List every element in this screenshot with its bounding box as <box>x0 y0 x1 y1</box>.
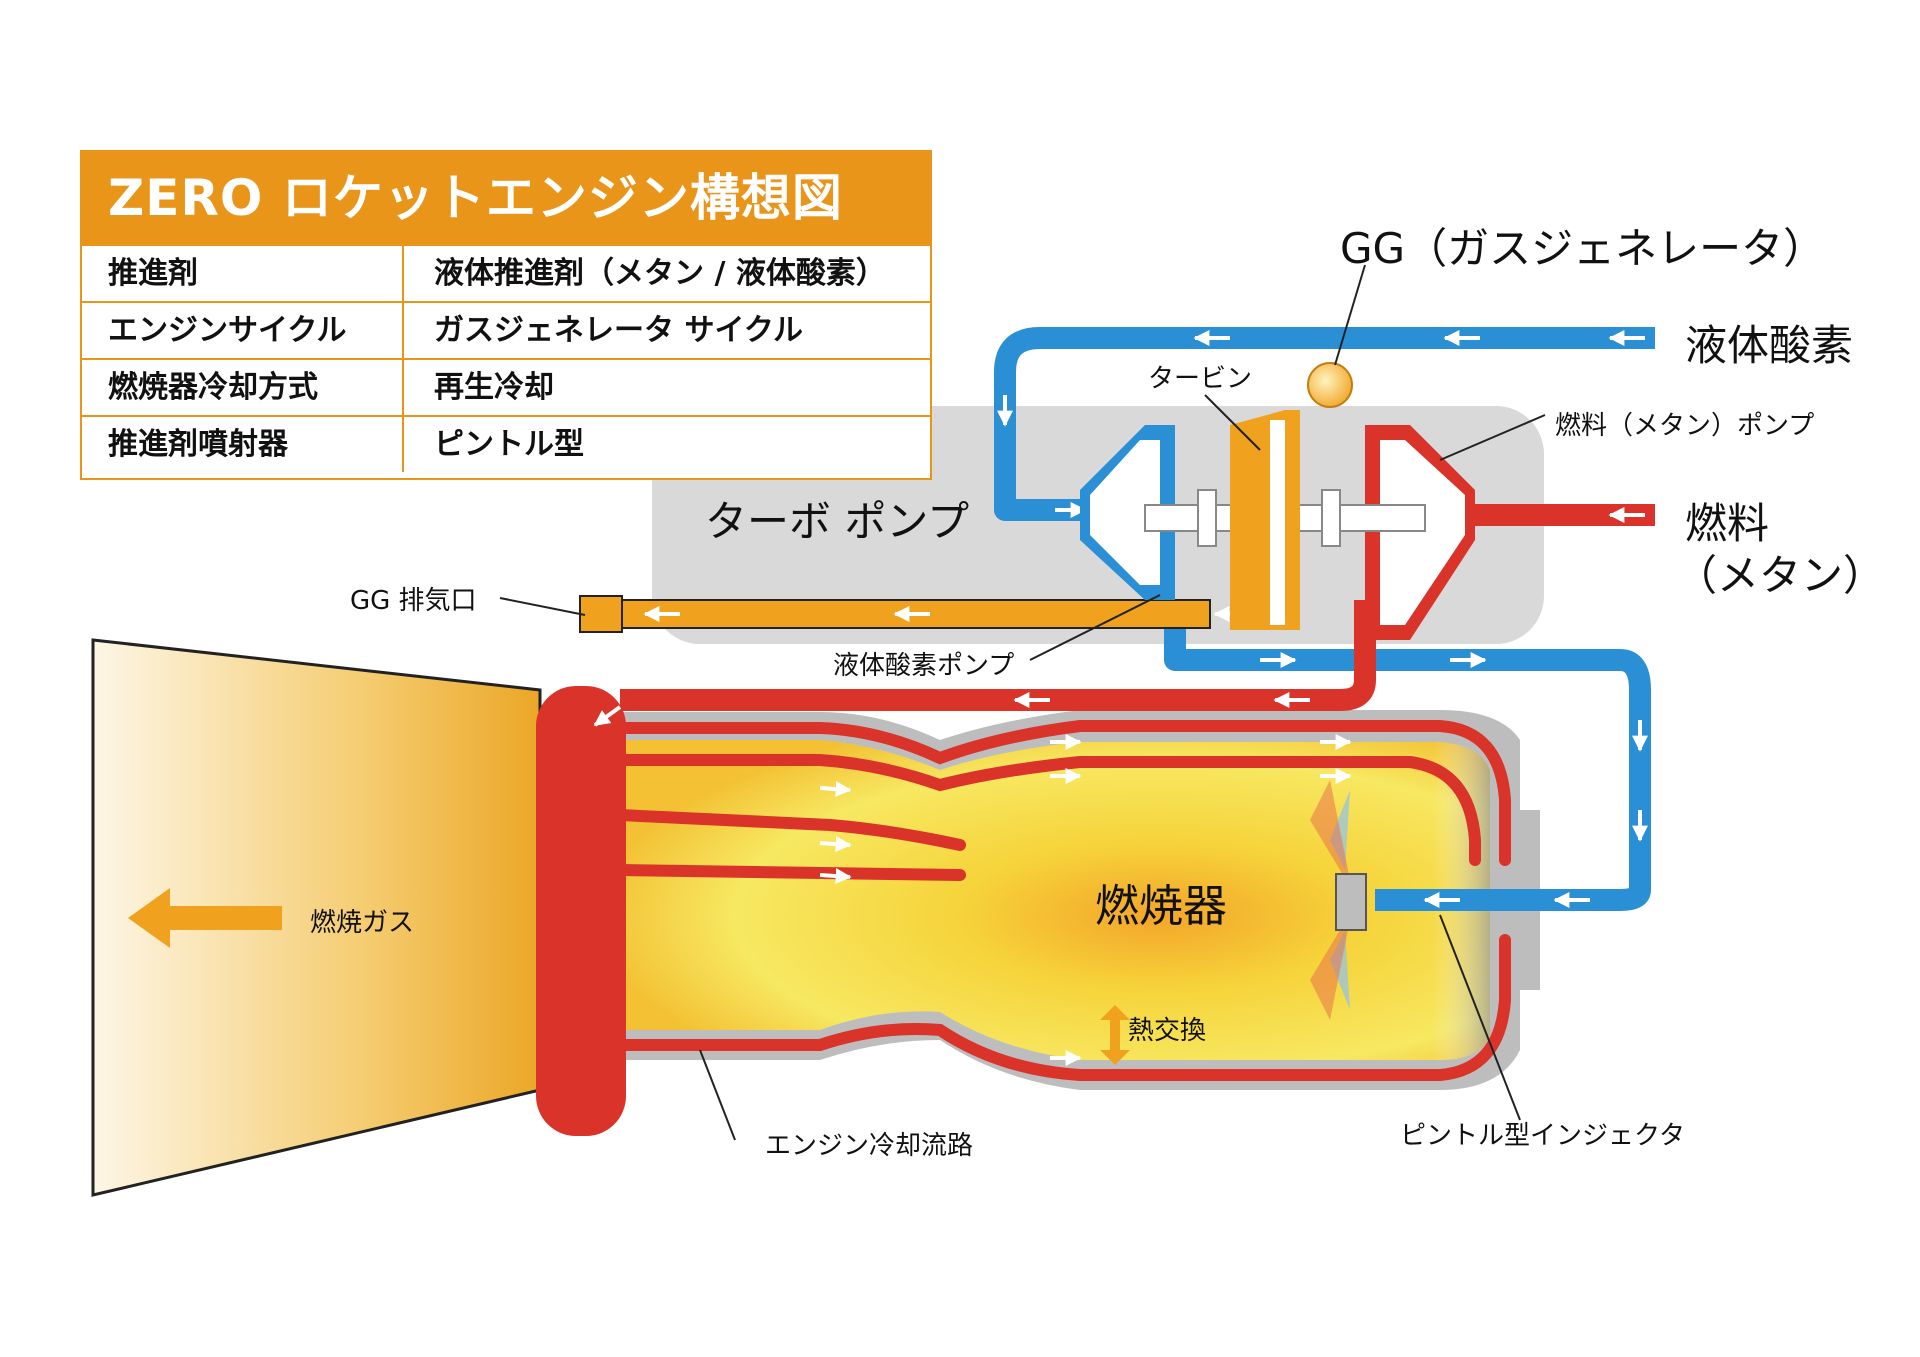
spec-value: 再生冷却 <box>434 370 554 405</box>
cooling-channels <box>614 720 1511 1081</box>
spec-row: 推進剤 液体推進剤（メタン / 液体酸素） <box>82 244 930 301</box>
spec-row: エンジンサイクル ガスジェネレータ サイクル <box>82 301 930 358</box>
spec-value: ガスジェネレータ サイクル <box>434 313 803 348</box>
heat-exchange-arrow-icon <box>1100 1005 1130 1065</box>
spec-row: 燃焼器冷却方式 再生冷却 <box>82 358 930 415</box>
fuel-methane-label: （メタン） <box>1675 551 1886 600</box>
spec-key: 推進剤 <box>82 246 404 301</box>
spec-key: 推進剤噴射器 <box>82 417 404 472</box>
combustor-label: 燃焼器 <box>1095 881 1227 932</box>
leader-lines <box>499 264 1546 1141</box>
fuel-manifold <box>536 686 626 1136</box>
spec-value: ピントル型 <box>434 427 584 462</box>
gg-exhaust-label: GG 排気口 <box>350 586 477 616</box>
spec-table: ZERO ロケットエンジン構想図 推進剤 液体推進剤（メタン / 液体酸素） エ… <box>80 150 932 480</box>
fuel-label: 燃料 <box>1685 499 1770 548</box>
spec-row: 推進剤噴射器 ピントル型 <box>82 415 930 472</box>
thrust-arrow-icon <box>128 888 282 948</box>
cooling-channel-label: エンジン冷却流路 <box>765 1131 974 1161</box>
turbine-label: タービン <box>1148 364 1253 394</box>
gas-generator <box>1307 362 1353 408</box>
lox-line <box>994 327 1655 911</box>
fuel-pump-label: 燃料（メタン）ポンプ <box>1555 411 1815 441</box>
lox-pump-label: 液体酸素ポンプ <box>833 651 1015 681</box>
pintle-injector-body <box>1335 873 1367 931</box>
pintle-injector-label: ピントル型インジェクタ <box>1400 1121 1685 1151</box>
turbopump-label: ターボ ポンプ <box>705 497 970 546</box>
spec-table-title: ZERO ロケットエンジン構想図 <box>82 152 930 244</box>
spec-value: 液体推進剤（メタン / 液体酸素） <box>434 256 886 291</box>
lox-label: 液体酸素 <box>1685 321 1854 370</box>
combustion-gas-label: 燃焼ガス <box>310 908 415 938</box>
spec-key: エンジンサイクル <box>82 303 404 358</box>
gg-label: GG（ガスジェネレータ） <box>1340 224 1826 273</box>
turbine <box>1230 410 1300 630</box>
heat-exchange-label: 熱交換 <box>1128 1016 1207 1046</box>
spec-key: 燃焼器冷却方式 <box>82 360 404 415</box>
gg-exhaust-port <box>579 595 623 633</box>
